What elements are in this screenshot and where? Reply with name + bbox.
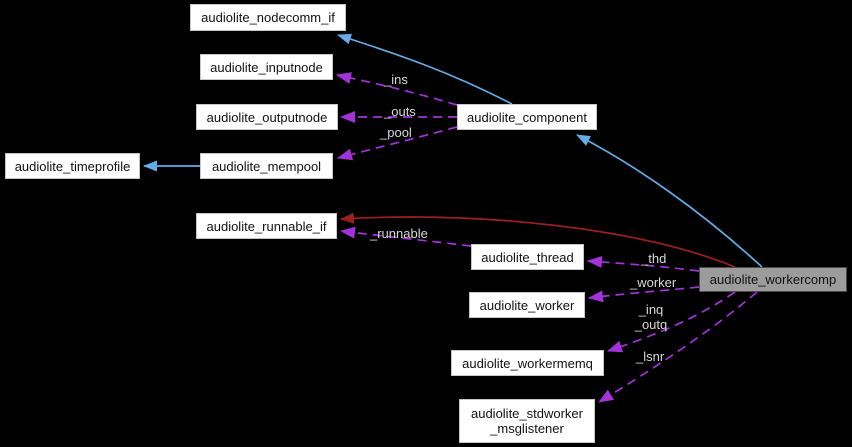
node-audiolite-inputnode[interactable]: audiolite_inputnode [200, 54, 333, 80]
node-audiolite-outputnode[interactable]: audiolite_outputnode [196, 104, 338, 130]
node-audiolite-workermemq[interactable]: audiolite_workermemq [451, 350, 604, 376]
edge-component-to-nodecomm-if [337, 33, 513, 105]
edge-lsnr [598, 291, 758, 403]
edge-inq-outq [607, 291, 736, 353]
node-audiolite-stdworker-msglistener[interactable]: audiolite_stdworker _msglistener [459, 399, 595, 443]
edge-label-outs: _outs [384, 104, 416, 119]
edge-workercomp-to-runnable-if [340, 212, 736, 268]
edge-thd [587, 256, 700, 272]
edge-pool [337, 126, 458, 161]
edge-runnable [340, 226, 472, 247]
node-audiolite-thread[interactable]: audiolite_thread [471, 244, 584, 270]
edge-label-ins: _ins [384, 72, 408, 87]
edge-label-runnable: _runnable [370, 226, 428, 241]
edge-label-lsnr: _lsnr [636, 349, 665, 364]
edge-label-thd: _thd [641, 251, 667, 266]
node-audiolite-mempool[interactable]: audiolite_mempool [200, 153, 333, 179]
node-audiolite-timeprofile[interactable]: audiolite_timeprofile [5, 153, 140, 179]
node-audiolite-workercomp[interactable]: audiolite_workercomp [699, 267, 847, 292]
node-audiolite-worker[interactable]: audiolite_worker [469, 292, 585, 318]
node-audiolite-runnable-if[interactable]: audiolite_runnable_if [196, 213, 337, 239]
edge-ins [336, 72, 458, 106]
edge-label-pool: _pool [380, 125, 412, 140]
edge-label-worker: _worker [630, 275, 677, 290]
edge-worker [588, 286, 700, 303]
edge-label-inq-outq: _inq _outq [634, 302, 668, 332]
node-audiolite-nodecomm-if[interactable]: audiolite_nodecomm_if [190, 4, 346, 31]
node-audiolite-component[interactable]: audiolite_component [457, 104, 597, 130]
edge-workercomp-to-component [576, 134, 763, 268]
